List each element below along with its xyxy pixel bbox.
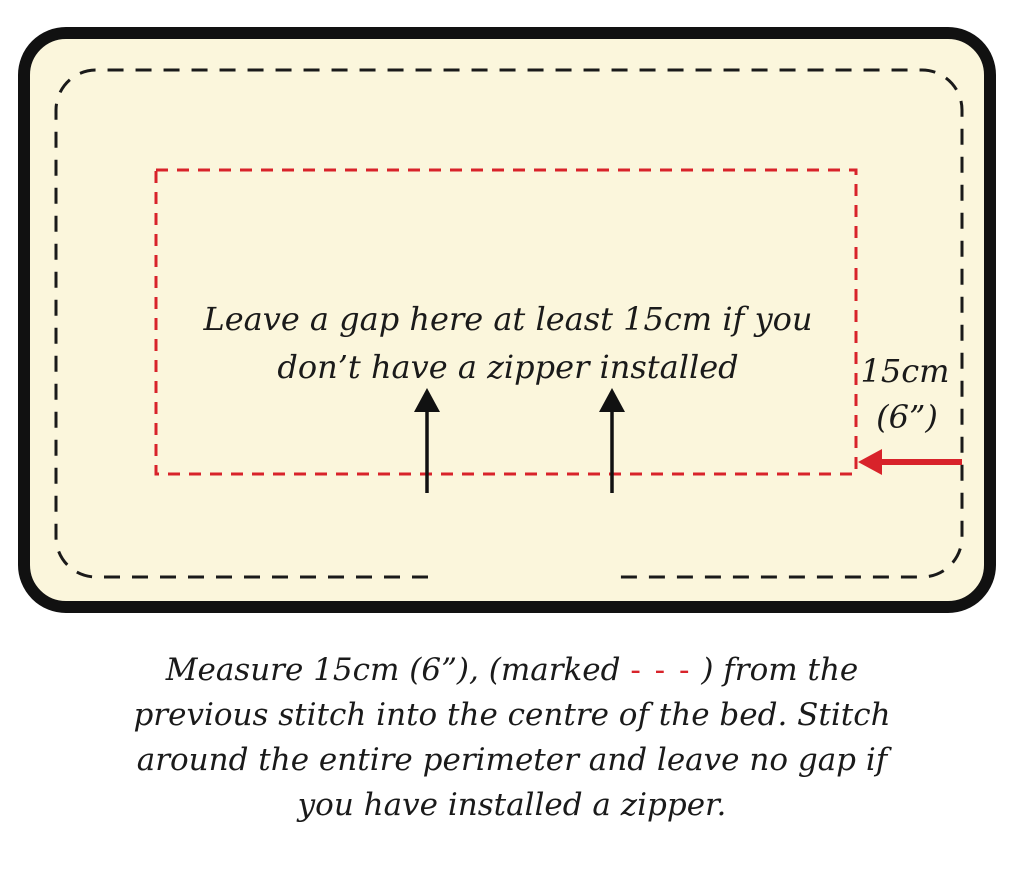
inner-stitch-line <box>154 168 858 476</box>
gap-note-line1: Leave a gap here at least 15cm if you <box>202 300 812 338</box>
gap-arrow-right-icon <box>599 388 625 493</box>
caption-line-4: you have installed a zipper. <box>297 787 727 823</box>
outer-stitch-line <box>54 68 964 579</box>
caption-line-3: around the entire perimeter and leave no… <box>136 742 888 778</box>
measure-label-cm: 15cm <box>861 352 950 390</box>
measure-arrow-left-icon <box>858 449 962 475</box>
gap-note-line2: don’t have a zipper installed <box>277 348 738 386</box>
gap-arrow-left-icon <box>414 388 440 493</box>
measure-label-inch: (6”) <box>876 398 938 436</box>
bed-panel <box>18 27 996 613</box>
caption-line-1: Measure 15cm (6”), (marked - - - ) from … <box>0 648 1024 693</box>
caption-line-1-end: ) from the <box>691 652 859 688</box>
caption-line-1-start: Measure 15cm (6”), (marked <box>165 652 631 688</box>
dash-legend-mark: - - - <box>630 652 692 688</box>
caption-line-2: previous stitch into the centre of the b… <box>133 697 891 733</box>
caption: Measure 15cm (6”), (marked - - - ) from … <box>0 648 1024 828</box>
